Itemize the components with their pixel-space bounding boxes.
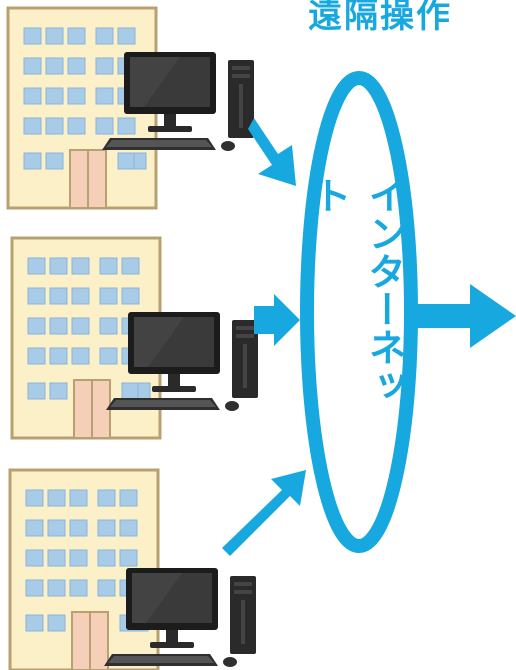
internet-label: インターネット xyxy=(307,176,406,404)
arrow-site-3 xyxy=(222,470,306,556)
internet-ellipse xyxy=(300,71,418,553)
site-2 xyxy=(10,236,258,440)
site-1 xyxy=(6,6,254,210)
arrow-site-2 xyxy=(254,294,300,346)
arrow-site-1 xyxy=(248,118,296,186)
arrow-output xyxy=(416,284,516,348)
diagram-title: 遠隔操作 xyxy=(308,0,452,36)
site-3 xyxy=(8,468,256,670)
